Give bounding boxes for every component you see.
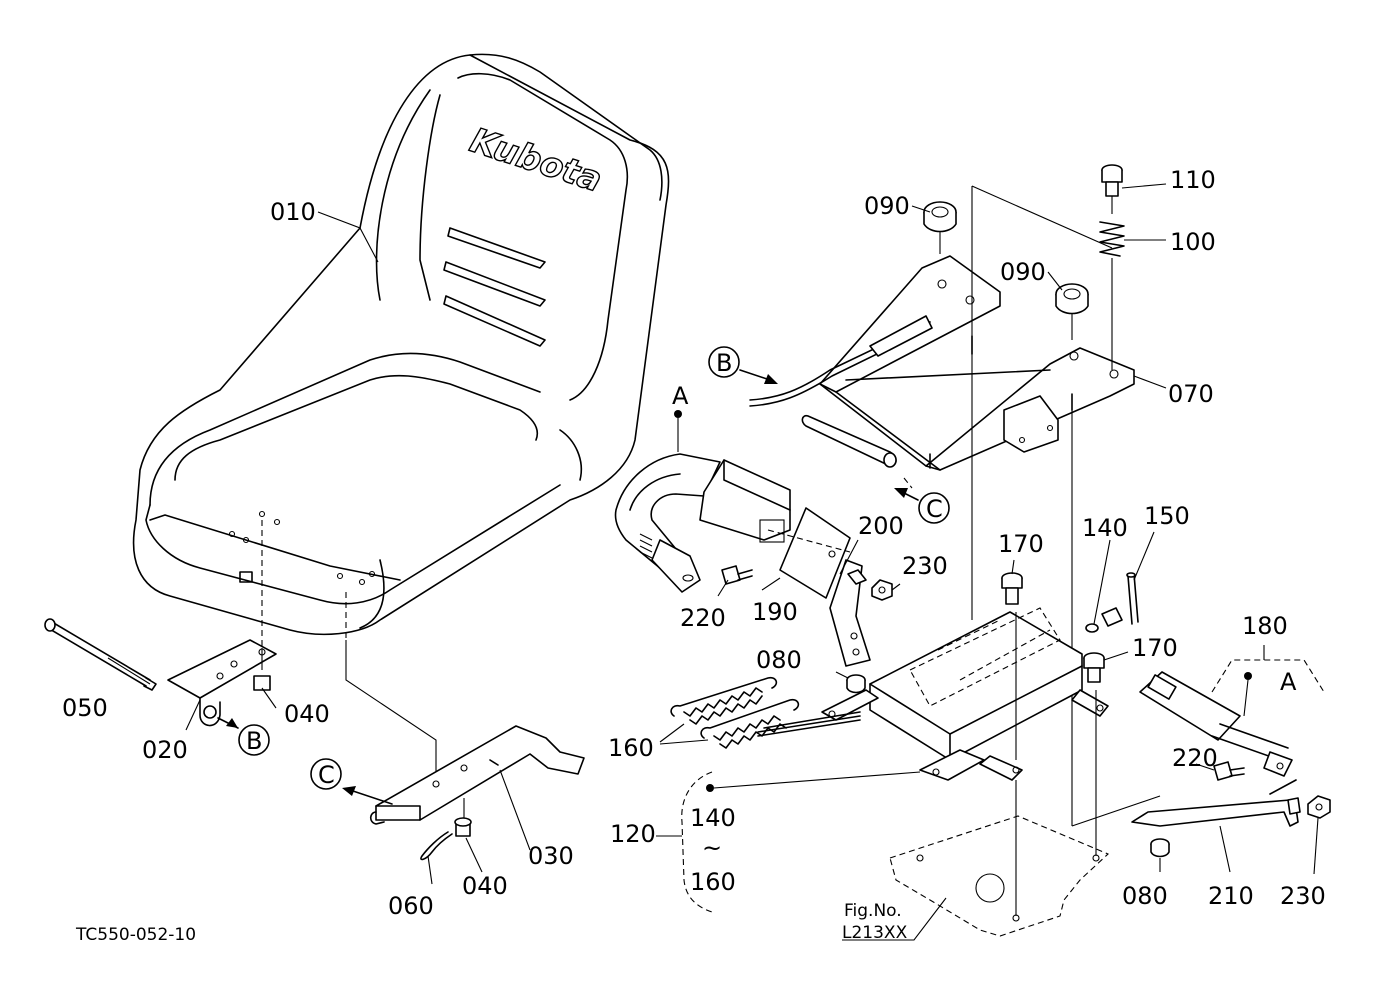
label-070: 070 [1168,380,1214,408]
drawing-code: TC550-052-10 [75,925,196,945]
label-080-a: 080 [756,646,802,674]
ref-C-upper: C [926,495,943,523]
spring-160-b [700,698,800,749]
figure-ref-line1: Fig.No. [844,901,902,921]
label-160-b: 160 [690,868,736,896]
seat-010: Kubota [132,53,670,636]
figure-ref-line2: L213XX [842,923,908,943]
clip-060 [420,831,453,861]
buckle-180 [1139,671,1293,777]
label-120: 120 [610,820,656,848]
label-080-b: 080 [1122,882,1168,910]
label-140-a: 140 [1082,514,1128,542]
bolt-170-a [1001,572,1023,605]
label-140-b: 140 [690,804,736,832]
cover-190 [779,507,851,599]
label-050: 050 [62,694,108,722]
label-range-sep: ~ [702,834,722,862]
label-040-a: 040 [284,700,330,728]
suspension-base [821,607,1109,781]
part-labels: 010 050 020 040 030 040 060 090 090 110 … [62,166,1326,945]
ref-A-belt: A [672,382,689,410]
ref-A-buckle: A [1280,668,1297,696]
label-030: 030 [528,842,574,870]
ref-C-lower: C [318,761,335,789]
seat-belt-retractor [614,453,791,593]
ref-B-upper: B [716,349,732,377]
label-170-b: 170 [1132,634,1178,662]
label-230-b: 230 [1280,882,1326,910]
label-210: 210 [1208,882,1254,910]
bolt-110 [1101,164,1123,197]
label-090-b: 090 [1000,258,1046,286]
roller-090-a [923,201,957,233]
label-220-b: 220 [1172,744,1218,772]
slide-frame-070 [749,255,1135,471]
label-090-a: 090 [864,192,910,220]
label-190: 190 [752,598,798,626]
bracket-210 [1131,799,1299,827]
label-060: 060 [388,892,434,920]
spring-100 [1099,221,1125,257]
label-200: 200 [858,512,904,540]
bolt-170-b [1083,652,1105,683]
roller-090-b [1055,283,1089,315]
ref-B-lower: B [246,727,262,755]
pin-050 [44,618,157,691]
spring-160-a [670,676,778,725]
bracket-200 [829,559,871,667]
bracket-030 [369,725,585,825]
leader-lines [107,183,1319,941]
label-010: 010 [270,198,316,226]
label-020: 020 [142,736,188,764]
label-230-a: 230 [902,552,948,580]
label-040-b: 040 [462,872,508,900]
label-180: 180 [1242,612,1288,640]
bracket-020 [167,639,277,727]
label-110: 110 [1170,166,1216,194]
label-170-a: 170 [998,530,1044,558]
label-160-a: 160 [608,734,654,762]
label-220-a: 220 [680,604,726,632]
label-100: 100 [1170,228,1216,256]
label-150: 150 [1144,502,1190,530]
